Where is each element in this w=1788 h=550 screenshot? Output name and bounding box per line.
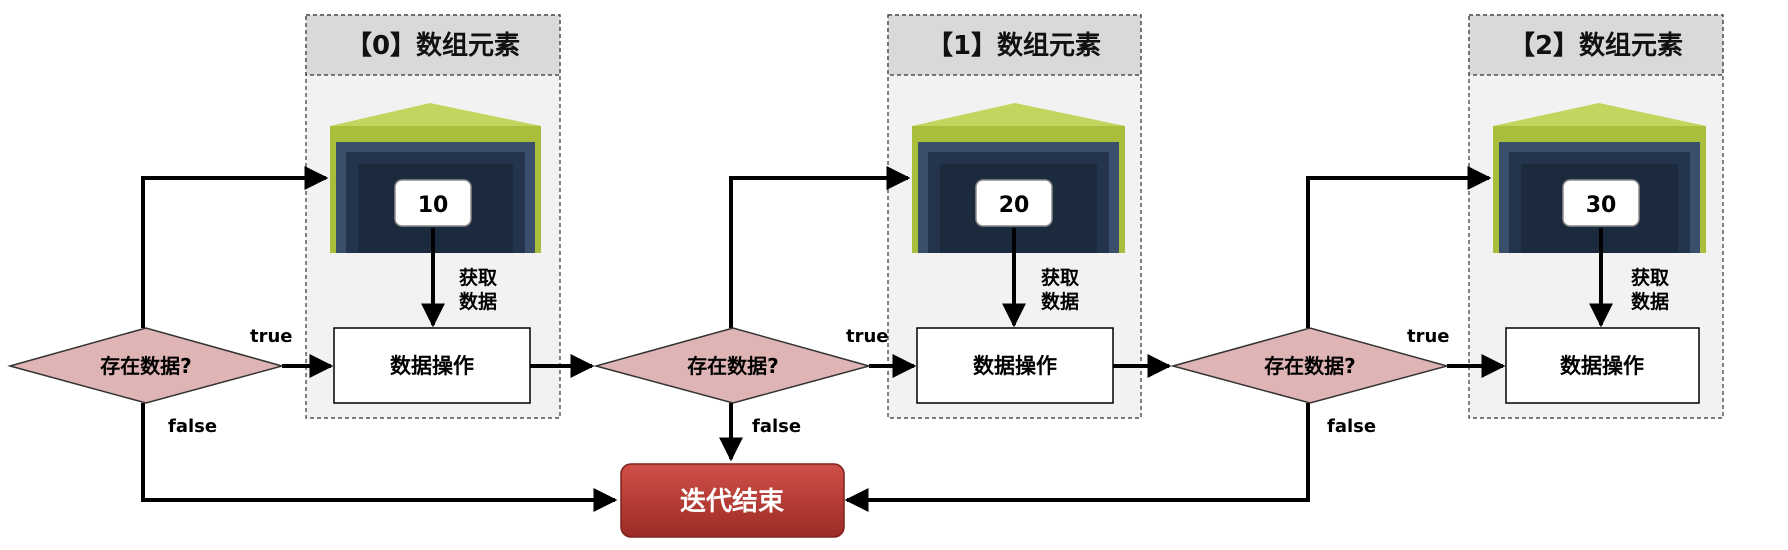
data-operation-box: 数据操作 [1560, 354, 1644, 378]
decision-label: 存在数据? [100, 354, 192, 378]
decision-diamond-1: 存在数据? [593, 327, 872, 404]
false-label: false [1327, 416, 1376, 437]
fetch-data-label: 获取 [1631, 266, 1669, 289]
true-label: true [1407, 326, 1450, 347]
element-value-2: 30 [1586, 193, 1617, 218]
decision-diamond-2: 存在数据? [1170, 327, 1450, 404]
warehouse-icon [330, 103, 541, 253]
iteration-end-label: 迭代结束 [680, 486, 785, 517]
array-element-header: 【1】数组元素 [927, 30, 1101, 61]
array-element-header: 【0】数组元素 [346, 30, 520, 61]
array-element-group-0: 【0】数组元素 10 数据操作 获取 数据 [305, 14, 561, 419]
fetch-data-label: 获取 [1041, 266, 1079, 289]
decision-label: 存在数据? [687, 354, 779, 378]
flow-connectors [141, 166, 1613, 512]
iteration-end-box: 迭代结束 [620, 463, 845, 538]
data-operation-box: 数据操作 [390, 354, 474, 378]
array-element-group-1: 【1】数组元素 20 数据操作 获取 数据 [887, 14, 1142, 419]
decision-label: 存在数据? [1264, 354, 1356, 378]
warehouse-icon [912, 103, 1125, 253]
decision-diamond-0: 存在数据? [7, 327, 285, 404]
fetch-data-label: 数据 [1041, 290, 1079, 313]
array-element-group-2: 【2】数组元素 30 数据操作 获取 数据 [1468, 14, 1724, 419]
true-label: true [250, 326, 293, 347]
array-element-header: 【2】数组元素 [1509, 30, 1683, 61]
fetch-data-label: 数据 [459, 290, 497, 313]
false-label: false [752, 416, 801, 437]
data-operation-box: 数据操作 [973, 354, 1057, 378]
true-label: true [846, 326, 889, 347]
fetch-data-label: 获取 [459, 266, 497, 289]
false-label: false [168, 416, 217, 437]
fetch-data-label: 数据 [1631, 290, 1669, 313]
element-value-0: 10 [418, 193, 449, 218]
element-value-1: 20 [999, 193, 1030, 218]
